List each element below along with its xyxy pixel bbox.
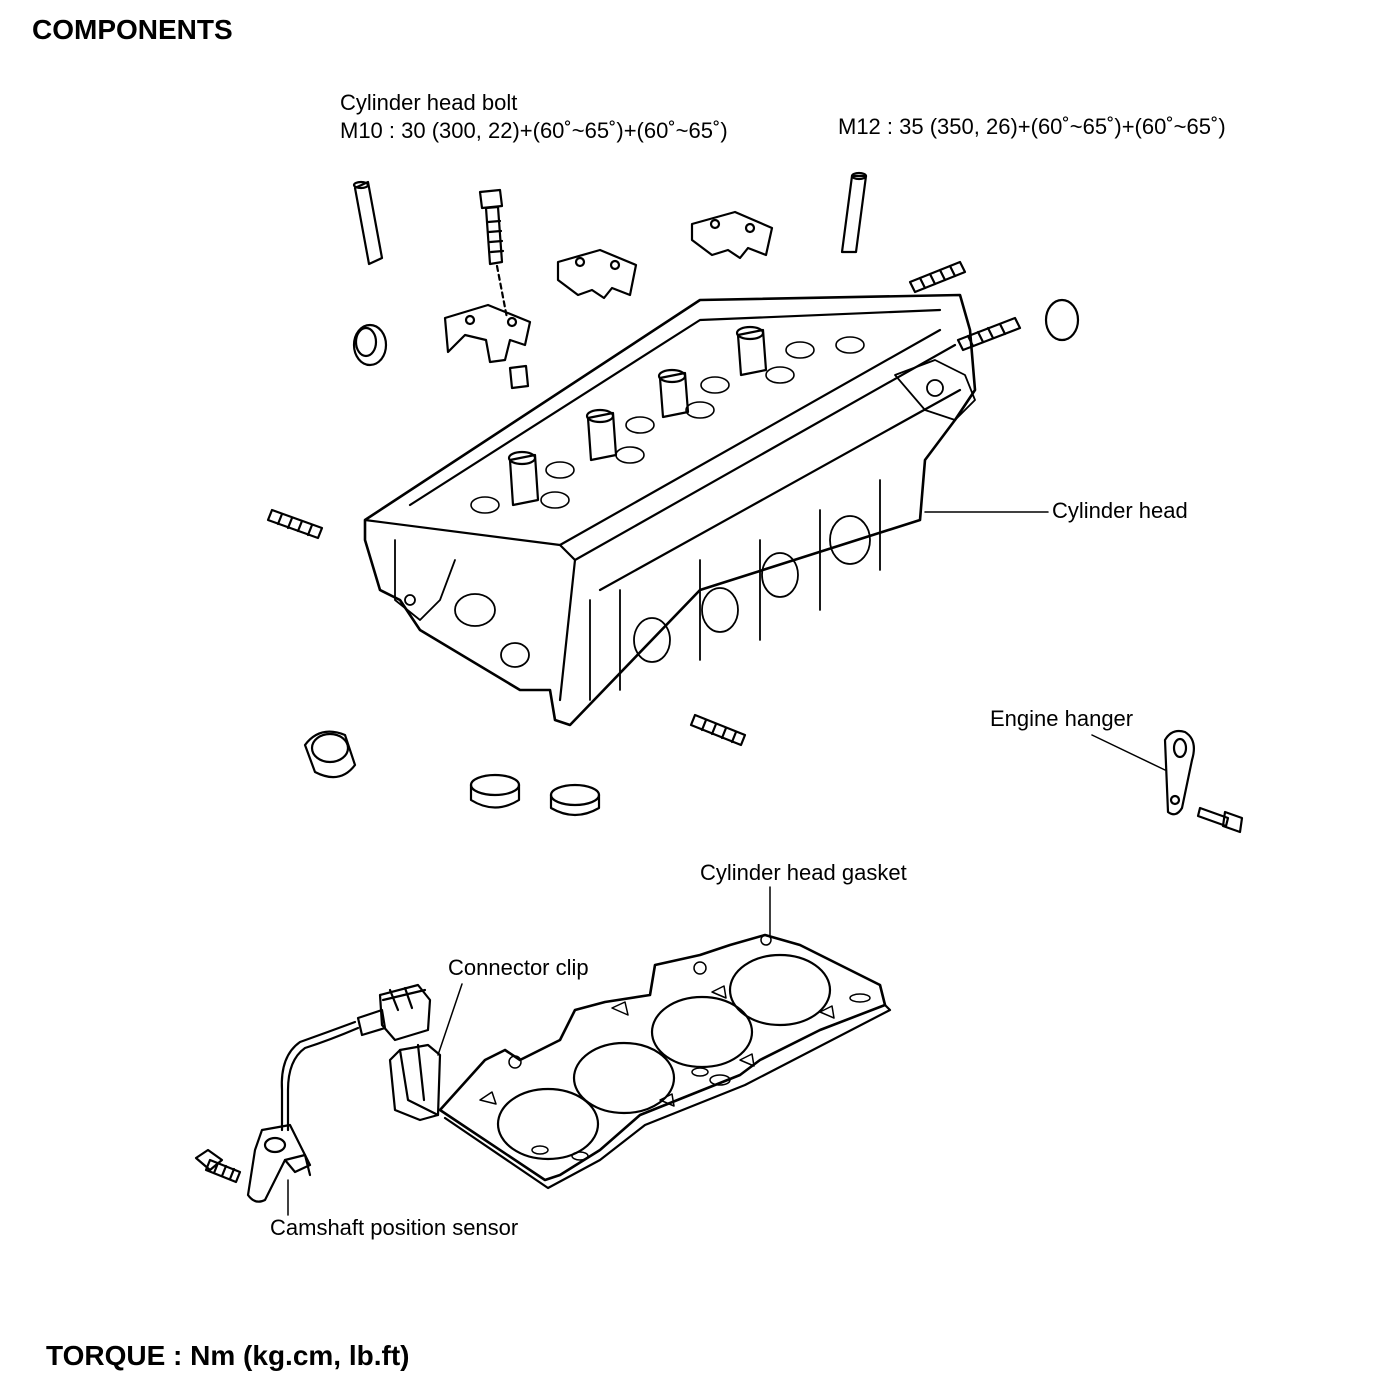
- stud-upper-right-1: [908, 260, 967, 294]
- gasket-bores: [496, 953, 832, 1161]
- cylinder-head-bolt: [478, 188, 509, 320]
- gasket-holes: [479, 934, 871, 1161]
- stud-bolt-left: [352, 180, 384, 266]
- head-gasket-label: Cylinder head gasket: [700, 860, 907, 885]
- bolt-m10-torque-label: M10 : 30 (300, 22)+(60˚~65˚)+(60˚~65˚): [340, 118, 728, 143]
- cylinder-head-gasket: [438, 933, 892, 1190]
- stud-lower: [689, 713, 747, 747]
- plug-cap-right: [1044, 298, 1080, 342]
- dowel-sleeve: [508, 364, 530, 390]
- hanger-bolt: [1196, 806, 1244, 834]
- stud-left: [266, 508, 324, 540]
- camshaft-position-sensor: [246, 983, 432, 1203]
- seal-ring-small-2: [549, 783, 601, 817]
- stud-bolt-right: [840, 171, 868, 254]
- engine-hanger: [1163, 729, 1195, 816]
- bolt-m12-torque-label: M12 : 35 (350, 26)+(60˚~65˚)+(60˚~65˚): [838, 114, 1226, 139]
- page-title: COMPONENTS: [32, 14, 233, 45]
- front-face: [394, 539, 530, 668]
- seal-ring-large: [303, 730, 357, 779]
- cylinder-head: [363, 293, 977, 727]
- connector-clip: [388, 1043, 442, 1122]
- end-bracket: [894, 359, 976, 421]
- cylinder-head-label: Cylinder head: [1052, 498, 1188, 523]
- cam-journals: [507, 325, 768, 507]
- seal-ring-small-1: [469, 773, 521, 809]
- sensor-bolt: [194, 1148, 242, 1184]
- side-ports: [589, 479, 881, 701]
- bolt-title-label: Cylinder head bolt: [340, 90, 518, 115]
- connector-clip-label: Connector clip: [448, 955, 589, 980]
- bearing-cap-3: [690, 210, 774, 260]
- bearing-cap-1: [443, 303, 532, 364]
- valve-pockets: [470, 336, 865, 514]
- plug-cap-left: [352, 323, 388, 367]
- engine-hanger-label: Engine hanger: [990, 706, 1134, 731]
- bearing-cap-2: [556, 248, 638, 300]
- torque-units-footer: TORQUE : Nm (kg.cm, lb.ft): [46, 1340, 410, 1371]
- leader-lines: [287, 511, 1166, 1216]
- cam-sensor-label: Camshaft position sensor: [270, 1215, 519, 1240]
